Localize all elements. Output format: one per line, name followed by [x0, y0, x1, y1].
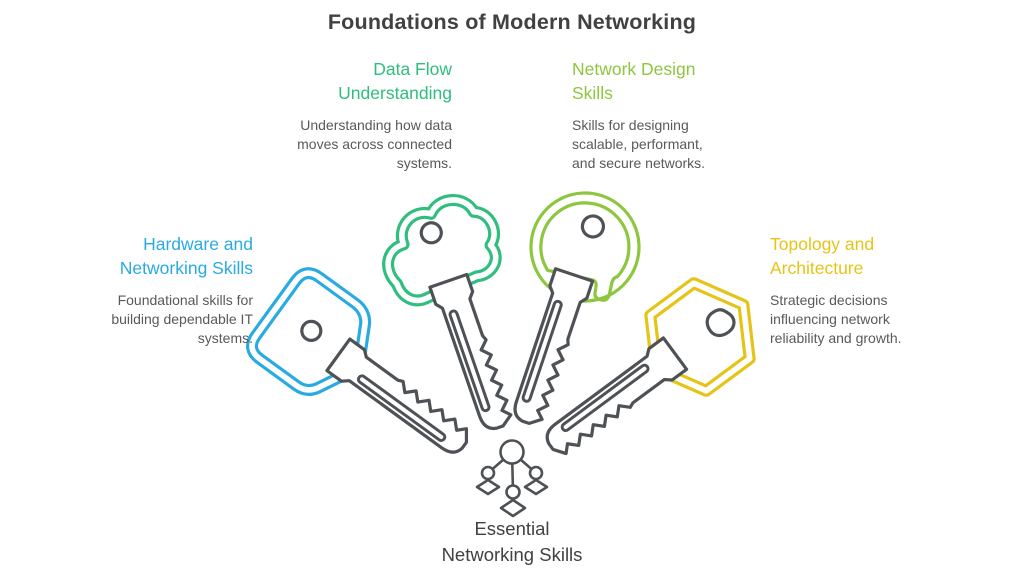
keyhole-icon — [419, 221, 443, 245]
heading-line: Networking Skills — [119, 257, 253, 278]
item-hardware: Hardware and Networking Skills Foundatio… — [35, 233, 253, 348]
body-line: systems. — [197, 330, 253, 346]
hub-node-icon — [499, 439, 525, 465]
leaf-node-icon — [528, 465, 544, 481]
key-hardware-pentagon — [246, 267, 469, 454]
body-line: Foundational skills for — [117, 292, 253, 308]
body-line: moves across connected — [297, 136, 452, 152]
item-data-flow-heading: Data Flow Understanding — [234, 58, 452, 105]
body-line: Strategic decisions — [770, 292, 888, 308]
item-network-design-heading: Network Design Skills — [572, 58, 790, 105]
key-topology-hexagon — [545, 277, 756, 456]
body-line: influencing network — [770, 311, 890, 327]
item-network-design: Network Design Skills Skills for designi… — [572, 58, 790, 173]
key-shaft — [325, 337, 469, 454]
leaf-diamond-icon — [499, 498, 527, 518]
leaf-diamond-icon — [523, 478, 549, 496]
item-network-design-description: Skills for designing scalable, performan… — [572, 116, 790, 173]
body-line: reliability and growth. — [770, 330, 902, 346]
keyhole-icon — [580, 214, 606, 239]
leaf-diamond-icon — [475, 478, 501, 496]
keyhole-icon — [705, 308, 736, 338]
key-network-design-circle — [513, 191, 641, 425]
body-line: and secure networks. — [572, 155, 706, 171]
key-slot — [356, 374, 447, 442]
item-topology: Topology and Architecture Strategic deci… — [770, 233, 988, 348]
item-hardware-description: Foundational skills for building dependa… — [35, 291, 253, 348]
key-head-inner-line — [249, 270, 369, 393]
heading-line: Network Design — [572, 59, 696, 79]
key-slot — [521, 299, 563, 403]
leaf-node-icon — [480, 465, 496, 481]
org-chart-network-icon — [475, 439, 549, 518]
item-topology-heading: Topology and Architecture — [770, 233, 988, 280]
key-slot — [560, 363, 650, 433]
body-line: systems. — [396, 155, 452, 171]
heading-line: Architecture — [770, 257, 864, 278]
body-line: scalable, performant, — [572, 136, 703, 152]
key-shaft — [545, 336, 689, 456]
key-slot — [448, 309, 491, 413]
body-line: building dependable IT — [111, 311, 253, 327]
keyhole-icon — [300, 319, 323, 342]
item-data-flow-description: Understanding how data moves across conn… — [234, 116, 452, 173]
leaf-node-icon — [505, 484, 521, 500]
footer-label-line: Networking Skills — [441, 544, 583, 565]
body-line: Understanding how data — [300, 117, 452, 133]
page-title: Foundations of Modern Networking — [327, 10, 697, 34]
heading-line: Understanding — [338, 82, 452, 103]
heading-line: Data Flow — [373, 59, 452, 79]
heading-line: Topology and — [770, 234, 875, 254]
key-data-flow-cloud — [382, 194, 513, 431]
body-line: Skills for designing — [572, 117, 689, 133]
item-data-flow: Data Flow Understanding Understanding ho… — [234, 58, 452, 173]
footer-label-line: Essential — [474, 518, 550, 539]
heading-line: Hardware and — [143, 234, 253, 254]
heading-line: Skills — [572, 82, 613, 103]
item-topology-description: Strategic decisions influencing network … — [770, 291, 988, 348]
item-hardware-heading: Hardware and Networking Skills — [35, 233, 253, 280]
footer-label: Essential Networking Skills — [0, 516, 1024, 568]
